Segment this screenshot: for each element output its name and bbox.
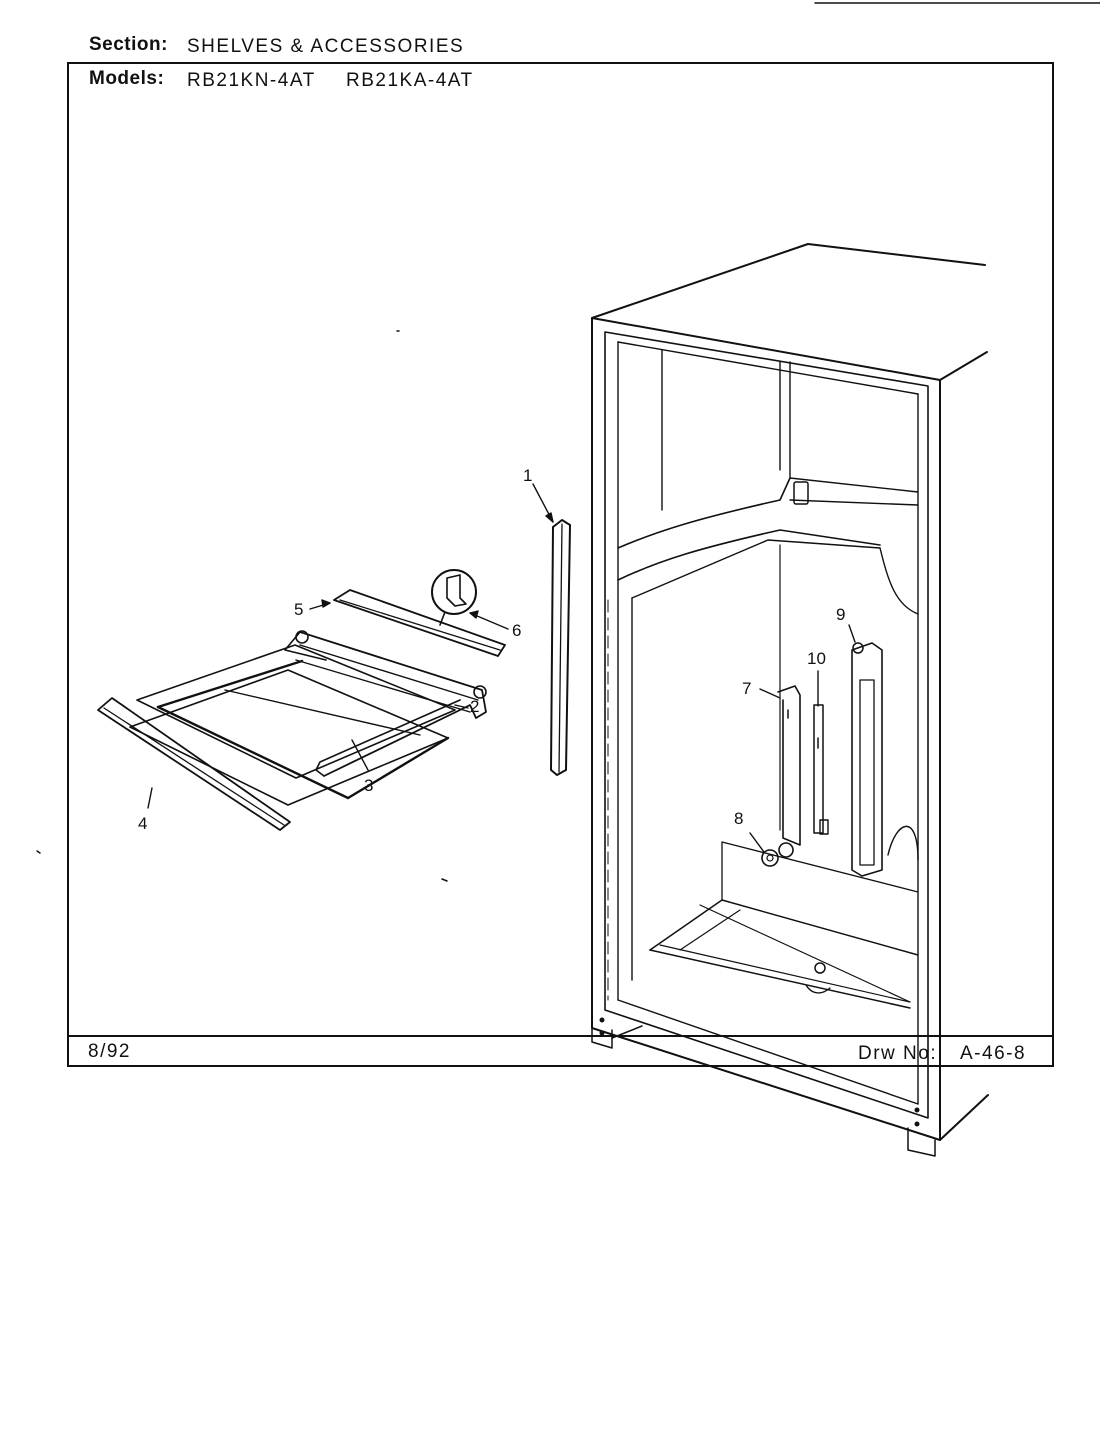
drawing-number: A-46-8: [960, 1043, 1027, 1064]
footer-divider: [67, 1035, 1054, 1037]
model-number-2: RB21KA-4AT: [346, 70, 474, 91]
callout-2: 2: [470, 697, 479, 716]
shelf-frame-part-2: [284, 630, 487, 777]
rear-trim-part-5: [333, 589, 506, 657]
section-title: SHELVES & ACCESSORIES: [187, 36, 465, 57]
shelf-rail-part-1: [550, 519, 571, 776]
roller-part-8: [761, 842, 794, 867]
bracket-part-7: [777, 685, 829, 846]
front-trim-part-4: [97, 697, 291, 831]
rail-bracket-part-9: [851, 642, 883, 877]
drawing-frame: [67, 62, 1054, 1067]
drawing-number-label: Drw No:: [858, 1043, 938, 1064]
glass-shelf-part-3: [129, 644, 456, 806]
refrigerator-cabinet: [591, 243, 989, 1157]
models-label: Models:: [89, 68, 165, 89]
callout-10: 10: [807, 649, 826, 668]
callout-7: 7: [742, 679, 751, 698]
section-label: Section:: [89, 34, 168, 55]
model-number-1: RB21KN-4AT: [187, 70, 316, 91]
callout-3: 3: [364, 776, 373, 795]
leader-lines: [147, 483, 856, 853]
callout-8: 8: [734, 809, 743, 828]
bracket-part-10: [813, 704, 824, 834]
drawing-date: 8/92: [88, 1041, 131, 1062]
callout-4: 4: [138, 814, 147, 833]
callout-6: 6: [512, 621, 521, 640]
callout-5: 5: [294, 600, 303, 619]
clip-detail-part-6: [431, 569, 477, 626]
scan-mark: [441, 878, 448, 882]
callout-1: 1: [523, 466, 532, 485]
callout-9: 9: [836, 605, 845, 624]
scan-mark: [36, 850, 41, 854]
